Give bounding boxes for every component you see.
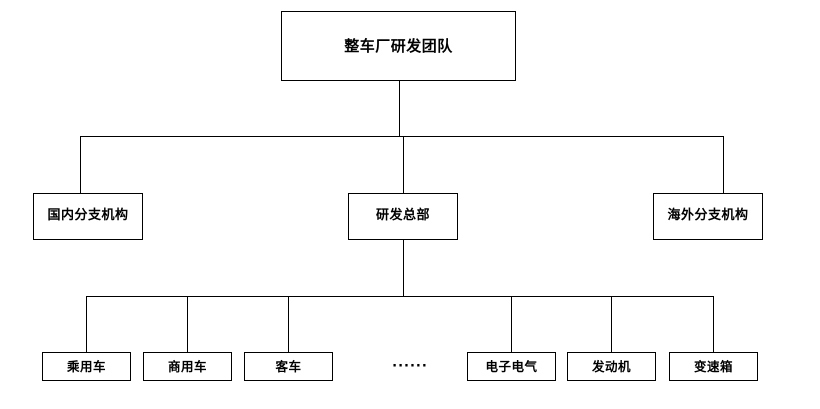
node-level3-transmission[interactable]: 变速箱 (669, 352, 758, 381)
node-label: 研发总部 (375, 208, 430, 224)
node-label: 整车厂研发团队 (344, 36, 453, 55)
node-root-整车厂研发团队[interactable]: 整车厂研发团队 (281, 11, 516, 81)
ellipsis-label: ······ (392, 359, 428, 374)
node-level3-bus[interactable]: 客车 (244, 352, 333, 381)
node-level2-rd-headquarters[interactable]: 研发总部 (348, 193, 458, 240)
node-label: 海外分支机构 (667, 208, 749, 224)
node-level3-commercial-vehicle[interactable]: 商用车 (143, 352, 232, 381)
node-level3-electronics-electrical[interactable]: 电子电气 (467, 352, 556, 381)
node-level3-ellipsis: ······ (370, 352, 450, 381)
node-label: 乘用车 (66, 358, 106, 374)
node-level2-overseas-branch[interactable]: 海外分支机构 (653, 193, 763, 240)
node-label: 电子电气 (485, 358, 538, 374)
node-level2-domestic-branch[interactable]: 国内分支机构 (33, 193, 143, 240)
node-level3-engine[interactable]: 发动机 (567, 352, 656, 381)
node-label: 客车 (275, 358, 302, 374)
node-label: 商用车 (167, 358, 207, 374)
node-label: 变速箱 (693, 358, 733, 374)
node-label: 国内分支机构 (47, 208, 129, 224)
node-level3-passenger-car[interactable]: 乘用车 (42, 352, 131, 381)
node-label: 发动机 (591, 358, 631, 374)
